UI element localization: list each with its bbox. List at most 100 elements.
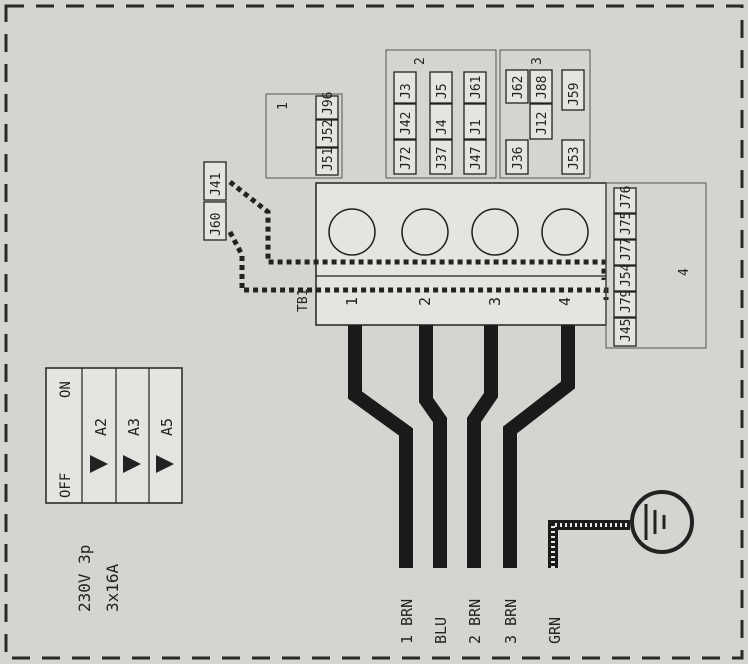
switch-row-a5: A5	[158, 418, 176, 436]
wire-4	[503, 325, 575, 568]
connector-j45: J45	[613, 317, 637, 347]
connector-j51: J51	[315, 147, 339, 176]
connector-j47: J47	[463, 139, 487, 175]
switch-a5-arrow-icon	[156, 455, 174, 473]
terminal-number-3: 3	[486, 297, 504, 306]
switch-row-a2: A2	[92, 418, 110, 436]
terminal-block-label: TB1	[296, 289, 311, 312]
connector-group-4: 4 J45 J79 J54 J77 J75 J76	[605, 182, 707, 349]
wire-label-blu: BLU	[432, 617, 450, 644]
connector-j1: J1	[463, 103, 487, 140]
switch-a3-arrow-icon	[123, 455, 141, 473]
group-1-number: 1	[276, 102, 291, 110]
connector-label: J52	[321, 120, 336, 143]
connector-j36: J36	[505, 139, 529, 175]
side-connectors: J60 J41	[203, 161, 227, 241]
connector-label: J12	[535, 112, 550, 135]
wire-label-grn: GRN	[546, 617, 564, 644]
connector-j54: J54	[613, 263, 637, 292]
connector-label: J75	[619, 212, 634, 235]
switch-row-a3: A3	[125, 418, 143, 436]
terminal-screw-4	[541, 208, 589, 256]
switch-table-frame	[45, 367, 183, 504]
wire-label-1-brn: 1 BRN	[398, 599, 416, 644]
terminal-screw-2	[401, 208, 449, 256]
terminal-screw-1	[328, 208, 376, 256]
terminal-screw-3	[471, 208, 519, 256]
connector-j79: J79	[613, 290, 637, 318]
power-wires	[348, 325, 575, 568]
connector-label: J62	[511, 76, 526, 99]
wire-3	[467, 325, 498, 568]
connector-j42: J42	[393, 103, 417, 140]
connector-label: J88	[535, 76, 550, 99]
connector-label: J76	[619, 186, 634, 209]
supply-line2: 3x16A	[103, 563, 122, 612]
connector-j88: J88	[529, 69, 553, 104]
connector-j12: J12	[529, 103, 553, 140]
connector-j4: J4	[429, 103, 453, 140]
connector-label: J5	[435, 83, 450, 99]
connector-label: J1	[469, 119, 484, 135]
connector-label: J77	[619, 238, 634, 261]
connector-j37: J37	[429, 139, 453, 175]
connector-label: J60	[209, 213, 224, 236]
connector-label: J37	[435, 147, 450, 170]
wire-label-3-brn: 3 BRN	[502, 599, 520, 644]
wire-label-2-brn: 2 BRN	[466, 599, 484, 644]
supply-label: 230V 3p 3x16A	[75, 545, 122, 612]
connector-j62: J62	[505, 69, 529, 104]
connector-j59: J59	[561, 69, 585, 111]
connector-label: J54	[619, 263, 634, 287]
group-4-number: 4	[677, 268, 692, 276]
connector-j77: J77	[613, 238, 637, 266]
connector-label: J53	[567, 147, 582, 170]
terminal-block: 1 2 3 4 TB1	[296, 182, 607, 326]
terminal-number-2: 2	[416, 297, 434, 306]
connector-label: J41	[209, 173, 224, 196]
connector-j76: J76	[613, 186, 637, 214]
connector-label: J3	[399, 83, 414, 99]
connector-label: J45	[619, 319, 634, 342]
connector-label: J96	[321, 92, 336, 115]
connector-j52: J52	[315, 119, 339, 148]
wire-2	[419, 325, 447, 568]
ground-icon	[630, 490, 694, 554]
wire-1	[348, 325, 413, 568]
connector-j60: J60	[203, 201, 227, 241]
switch-a2-arrow-icon	[90, 455, 108, 473]
connector-group-1: 1 J51 J52 J96	[265, 92, 343, 179]
group-2-number: 2	[413, 57, 428, 65]
connector-label: J72	[399, 147, 414, 170]
connector-label: J79	[619, 290, 634, 313]
wire-labels: 1 BRN BLU 2 BRN 3 BRN GRN	[398, 599, 564, 644]
dashed-border	[4, 4, 744, 660]
connector-j53: J53	[561, 139, 585, 175]
connector-label: J47	[469, 147, 484, 170]
connector-group-2: 2 J72 J37 J47 J42 J4 J1 J3 J5 J61	[385, 49, 497, 179]
connector-label: J59	[567, 83, 582, 106]
connector-j3: J3	[393, 71, 417, 104]
connector-label: J42	[399, 112, 414, 135]
terminal-number-1: 1	[343, 297, 361, 306]
connector-j41: J41	[203, 161, 227, 201]
connector-label: J61	[469, 76, 484, 99]
ground-wire	[548, 520, 630, 568]
switch-off-label: OFF	[58, 473, 74, 498]
group-3-number: 3	[530, 57, 545, 65]
connector-j5: J5	[429, 71, 453, 104]
connector-label: J4	[435, 119, 450, 135]
connector-j75: J75	[613, 212, 637, 240]
connector-label: J51	[321, 148, 336, 171]
connector-j96: J96	[315, 92, 339, 120]
switch-on-label: ON	[58, 381, 74, 398]
connector-label: J36	[511, 147, 526, 170]
connector-j72: J72	[393, 139, 417, 175]
switch-table: ON OFF A2 A3 A5	[45, 367, 183, 504]
terminal-number-4: 4	[556, 297, 574, 306]
connector-j61: J61	[463, 71, 487, 104]
supply-line1: 230V 3p	[75, 545, 94, 612]
